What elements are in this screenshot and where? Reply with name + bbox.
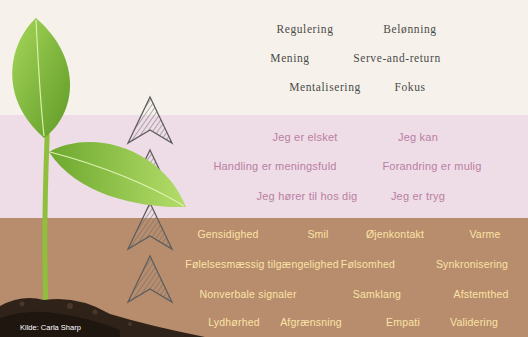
band-word: Følelsesmæssig tilgængelighed: [185, 258, 338, 271]
soil: [0, 312, 120, 337]
source-note: Kilde: Carla Sharp: [20, 323, 81, 332]
leaf-vein: [36, 20, 44, 136]
band-word: Regulering: [276, 23, 333, 37]
soil: [0, 298, 205, 337]
band-word: Varme: [469, 228, 500, 241]
band-word: Jeg hører til hos dig: [257, 190, 358, 203]
band-word: Belønning: [383, 23, 436, 37]
sketch-arrow: [128, 97, 172, 143]
band-word: Synkronisering: [436, 258, 508, 271]
band-word: Handling er meningsfuld: [213, 160, 336, 173]
band-word: Jeg er elsket: [273, 131, 338, 144]
soil-crumb: [128, 322, 132, 326]
band-word: Nonverbale signaler: [199, 288, 296, 301]
soil-crumb: [20, 302, 25, 307]
band-word: Samklang: [353, 288, 401, 301]
sketch-arrow: [128, 203, 172, 249]
band-word: Jeg er tryg: [391, 190, 445, 203]
band-word: Afstemthed: [453, 288, 508, 301]
band-word: Gensidighed: [197, 228, 258, 241]
band-word: Fokus: [394, 81, 425, 95]
band-word: Afgrænsning: [280, 316, 342, 329]
plant-leaf: [12, 18, 70, 138]
band-word: Serve-and-return: [353, 52, 441, 66]
leaf-vein: [50, 152, 184, 206]
top-band: Regulering BelønningMening Serve-and-retur…: [0, 0, 528, 115]
soil-crumb: [93, 310, 98, 315]
band-word: Øjenkontakt: [366, 228, 424, 241]
band-word: Empati: [386, 316, 420, 329]
sketch-arrow: [128, 256, 172, 302]
band-word: Mening: [270, 52, 309, 66]
band-word: Følsomhed: [341, 258, 395, 271]
band-word: Smil: [307, 228, 328, 241]
band-word: Mentalisering: [289, 81, 361, 95]
band-word: Jeg kan: [398, 131, 438, 144]
band-word: Validering: [450, 316, 498, 329]
soil-crumb: [67, 303, 73, 309]
band-word: Lydhørhed: [208, 316, 260, 329]
band-word: Forandring er mulig: [382, 160, 481, 173]
plant-leaf: [49, 142, 186, 207]
